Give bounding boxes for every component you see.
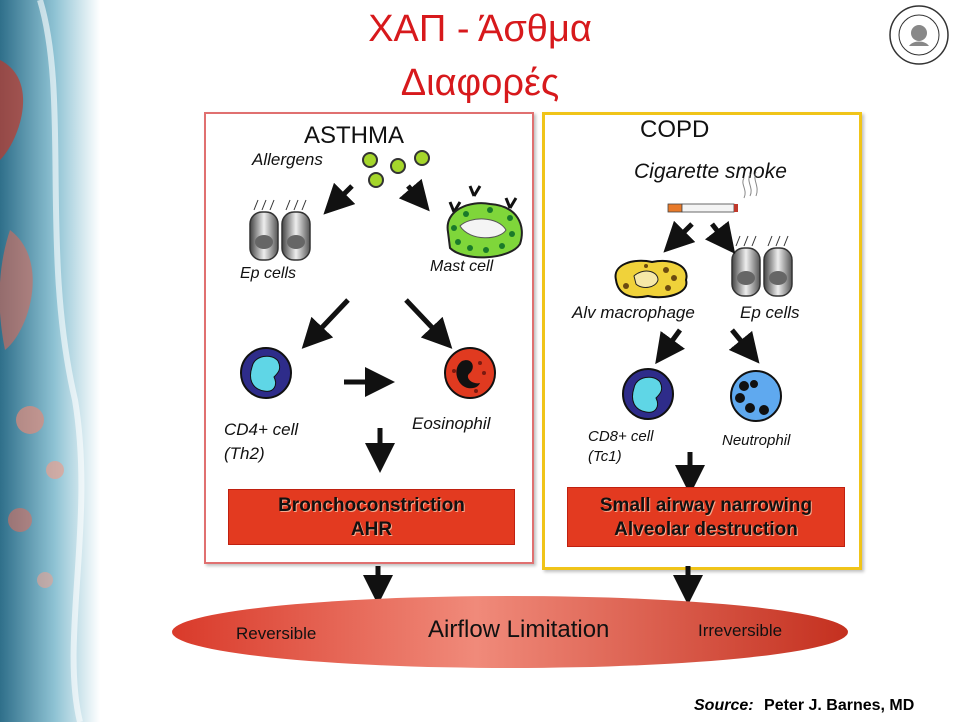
university-seal-icon [889,5,949,65]
cd4-cell-label: CD4+ cell [224,420,299,439]
cigarette-icon [667,171,758,213]
neutrophil-icon [730,370,782,422]
source-label: Source: [694,697,754,714]
mast-cell-label: Mast cell [430,258,494,275]
epithelial-cell-icon [731,235,793,297]
arrow-icon [301,178,453,473]
alv-macrophage-label: Alv macrophage [572,303,695,322]
mast-cell-icon [446,185,523,259]
source-line: Source: Peter J. Barnes, MD [694,697,914,715]
small-airway-label: Small airway narrowing [599,495,813,516]
th2-label: (Th2) [224,444,265,463]
lymphocyte-icon [622,368,674,420]
lymphocyte-icon [240,347,292,399]
alveolar-destruction-label: Alveolar destruction [614,519,798,540]
allergens-label: Allergens [252,150,323,169]
eosinophil-label: Eosinophil [412,414,491,433]
copd-ep-cells-label: Ep cells [740,303,800,322]
arrow-icon [363,566,703,605]
macrophage-icon [614,259,688,299]
copd-effect-box: Small airway narrowing Alveolar destruct… [567,487,845,547]
cd8-cell-label: CD8+ cell [588,428,654,445]
asthma-effect-box: Bronchoconstriction AHR [228,489,515,545]
source-author: Peter J. Barnes, MD [764,697,915,714]
decorative-left-band [0,0,100,722]
eosinophil-icon [444,347,496,399]
asthma-heading: ASTHMA [304,122,405,149]
reversible-label: Reversible [236,624,317,643]
allergen-particle-icon [362,150,430,188]
neutrophil-label: Neutrophil [722,432,791,449]
bronchoconstriction-label: Bronchoconstriction [278,495,465,516]
copd-heading: COPD [640,116,710,143]
epithelial-cell-icon [249,199,311,261]
irreversible-label: Irreversible [698,621,783,640]
asthma-ep-cells-label: Ep cells [240,265,297,282]
page-subtitle: Διαφορές [400,62,560,104]
copd-panel [542,112,862,570]
arrow-icon [655,220,760,495]
page-title: ΧΑΠ - Άσθμα [368,8,592,50]
airflow-limitation-label: Airflow Limitation [428,616,610,643]
airflow-oval [172,596,848,668]
tc1-label: (Tc1) [588,448,622,465]
ahr-label: AHR [350,519,393,540]
asthma-panel [204,112,534,564]
